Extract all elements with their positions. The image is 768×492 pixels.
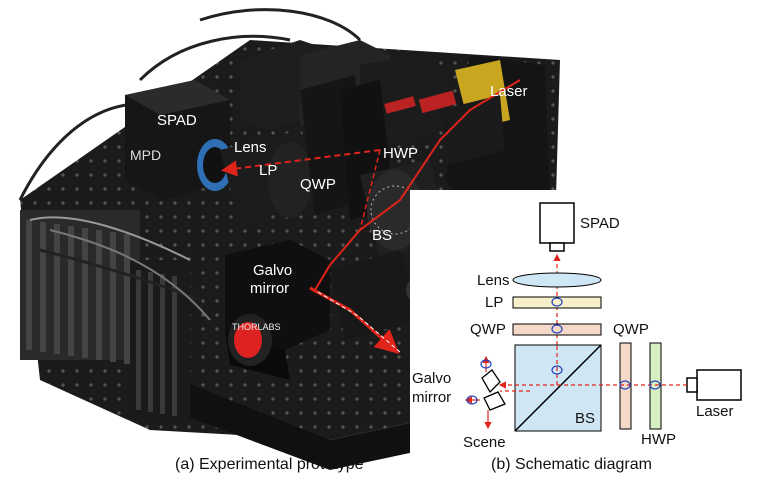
schematic-label-lp: LP xyxy=(485,294,503,311)
photo-label-lp: LP xyxy=(259,162,277,179)
photo-label-bs: BS xyxy=(372,227,392,244)
schematic-galvo xyxy=(481,369,506,411)
schematic-lp xyxy=(512,296,602,309)
schematic-laser xyxy=(686,369,742,401)
photo-label-galvo-2: mirror xyxy=(250,280,289,297)
schematic-label-lens: Lens xyxy=(477,272,510,289)
optics-tube xyxy=(220,75,450,260)
schematic-label-hwp: HWP xyxy=(641,431,676,448)
photo-label-spad: SPAD xyxy=(157,112,197,129)
schematic: SPAD Lens LP QWP BS QWP HWP Laser xyxy=(410,190,768,460)
schematic-label-qwp-right: QWP xyxy=(613,321,649,338)
photo-label-lens: Lens xyxy=(234,139,267,156)
caption-b: (b) Schematic diagram xyxy=(491,456,652,473)
schematic-label-galvo-1: Galvo xyxy=(412,370,451,387)
schematic-lens xyxy=(512,272,602,288)
polarization-circle xyxy=(480,359,492,369)
brand-text: MPD xyxy=(130,147,161,163)
schematic-label-galvo-2: mirror xyxy=(412,389,451,406)
heatsink xyxy=(20,210,190,420)
spad-module: MPD xyxy=(125,80,233,200)
schematic-spad xyxy=(539,202,575,252)
schematic-qwp-left xyxy=(512,323,602,336)
photo-out-beam-dashed xyxy=(317,291,401,353)
polarization-circle xyxy=(466,395,478,405)
schematic-label-spad: SPAD xyxy=(580,215,620,232)
breadboard-edge xyxy=(130,360,470,470)
schematic-bs-diagonal xyxy=(514,344,602,432)
photo-label-galvo-1: Galvo xyxy=(253,262,292,279)
caption-a: (a) Experimental prototype xyxy=(175,456,364,473)
polarization-circle xyxy=(551,324,563,334)
photo-out-beam xyxy=(309,286,400,354)
schematic-label-scene: Scene xyxy=(463,434,506,451)
cables xyxy=(18,8,362,321)
polarization-circle xyxy=(649,380,661,390)
laser-unit xyxy=(440,55,550,220)
photo-bs-beam xyxy=(359,149,381,231)
photo-label-laser: Laser xyxy=(490,83,528,100)
polarization-circle xyxy=(551,365,563,375)
photo-label-hwp: HWP xyxy=(383,145,418,162)
photo-beams xyxy=(221,79,521,354)
schematic-label-laser: Laser xyxy=(696,403,734,420)
schematic-label-qwp-left: QWP xyxy=(470,321,506,338)
thorlabs-text: THORLABS xyxy=(232,322,281,332)
polarization-circle xyxy=(551,297,563,307)
schematic-label-bs: BS xyxy=(575,410,595,427)
photo-label-qwp-left: QWP xyxy=(300,176,336,193)
polarization-circle xyxy=(619,380,631,390)
photo-laser-beam xyxy=(314,79,521,291)
photo-return-beam xyxy=(221,149,381,177)
